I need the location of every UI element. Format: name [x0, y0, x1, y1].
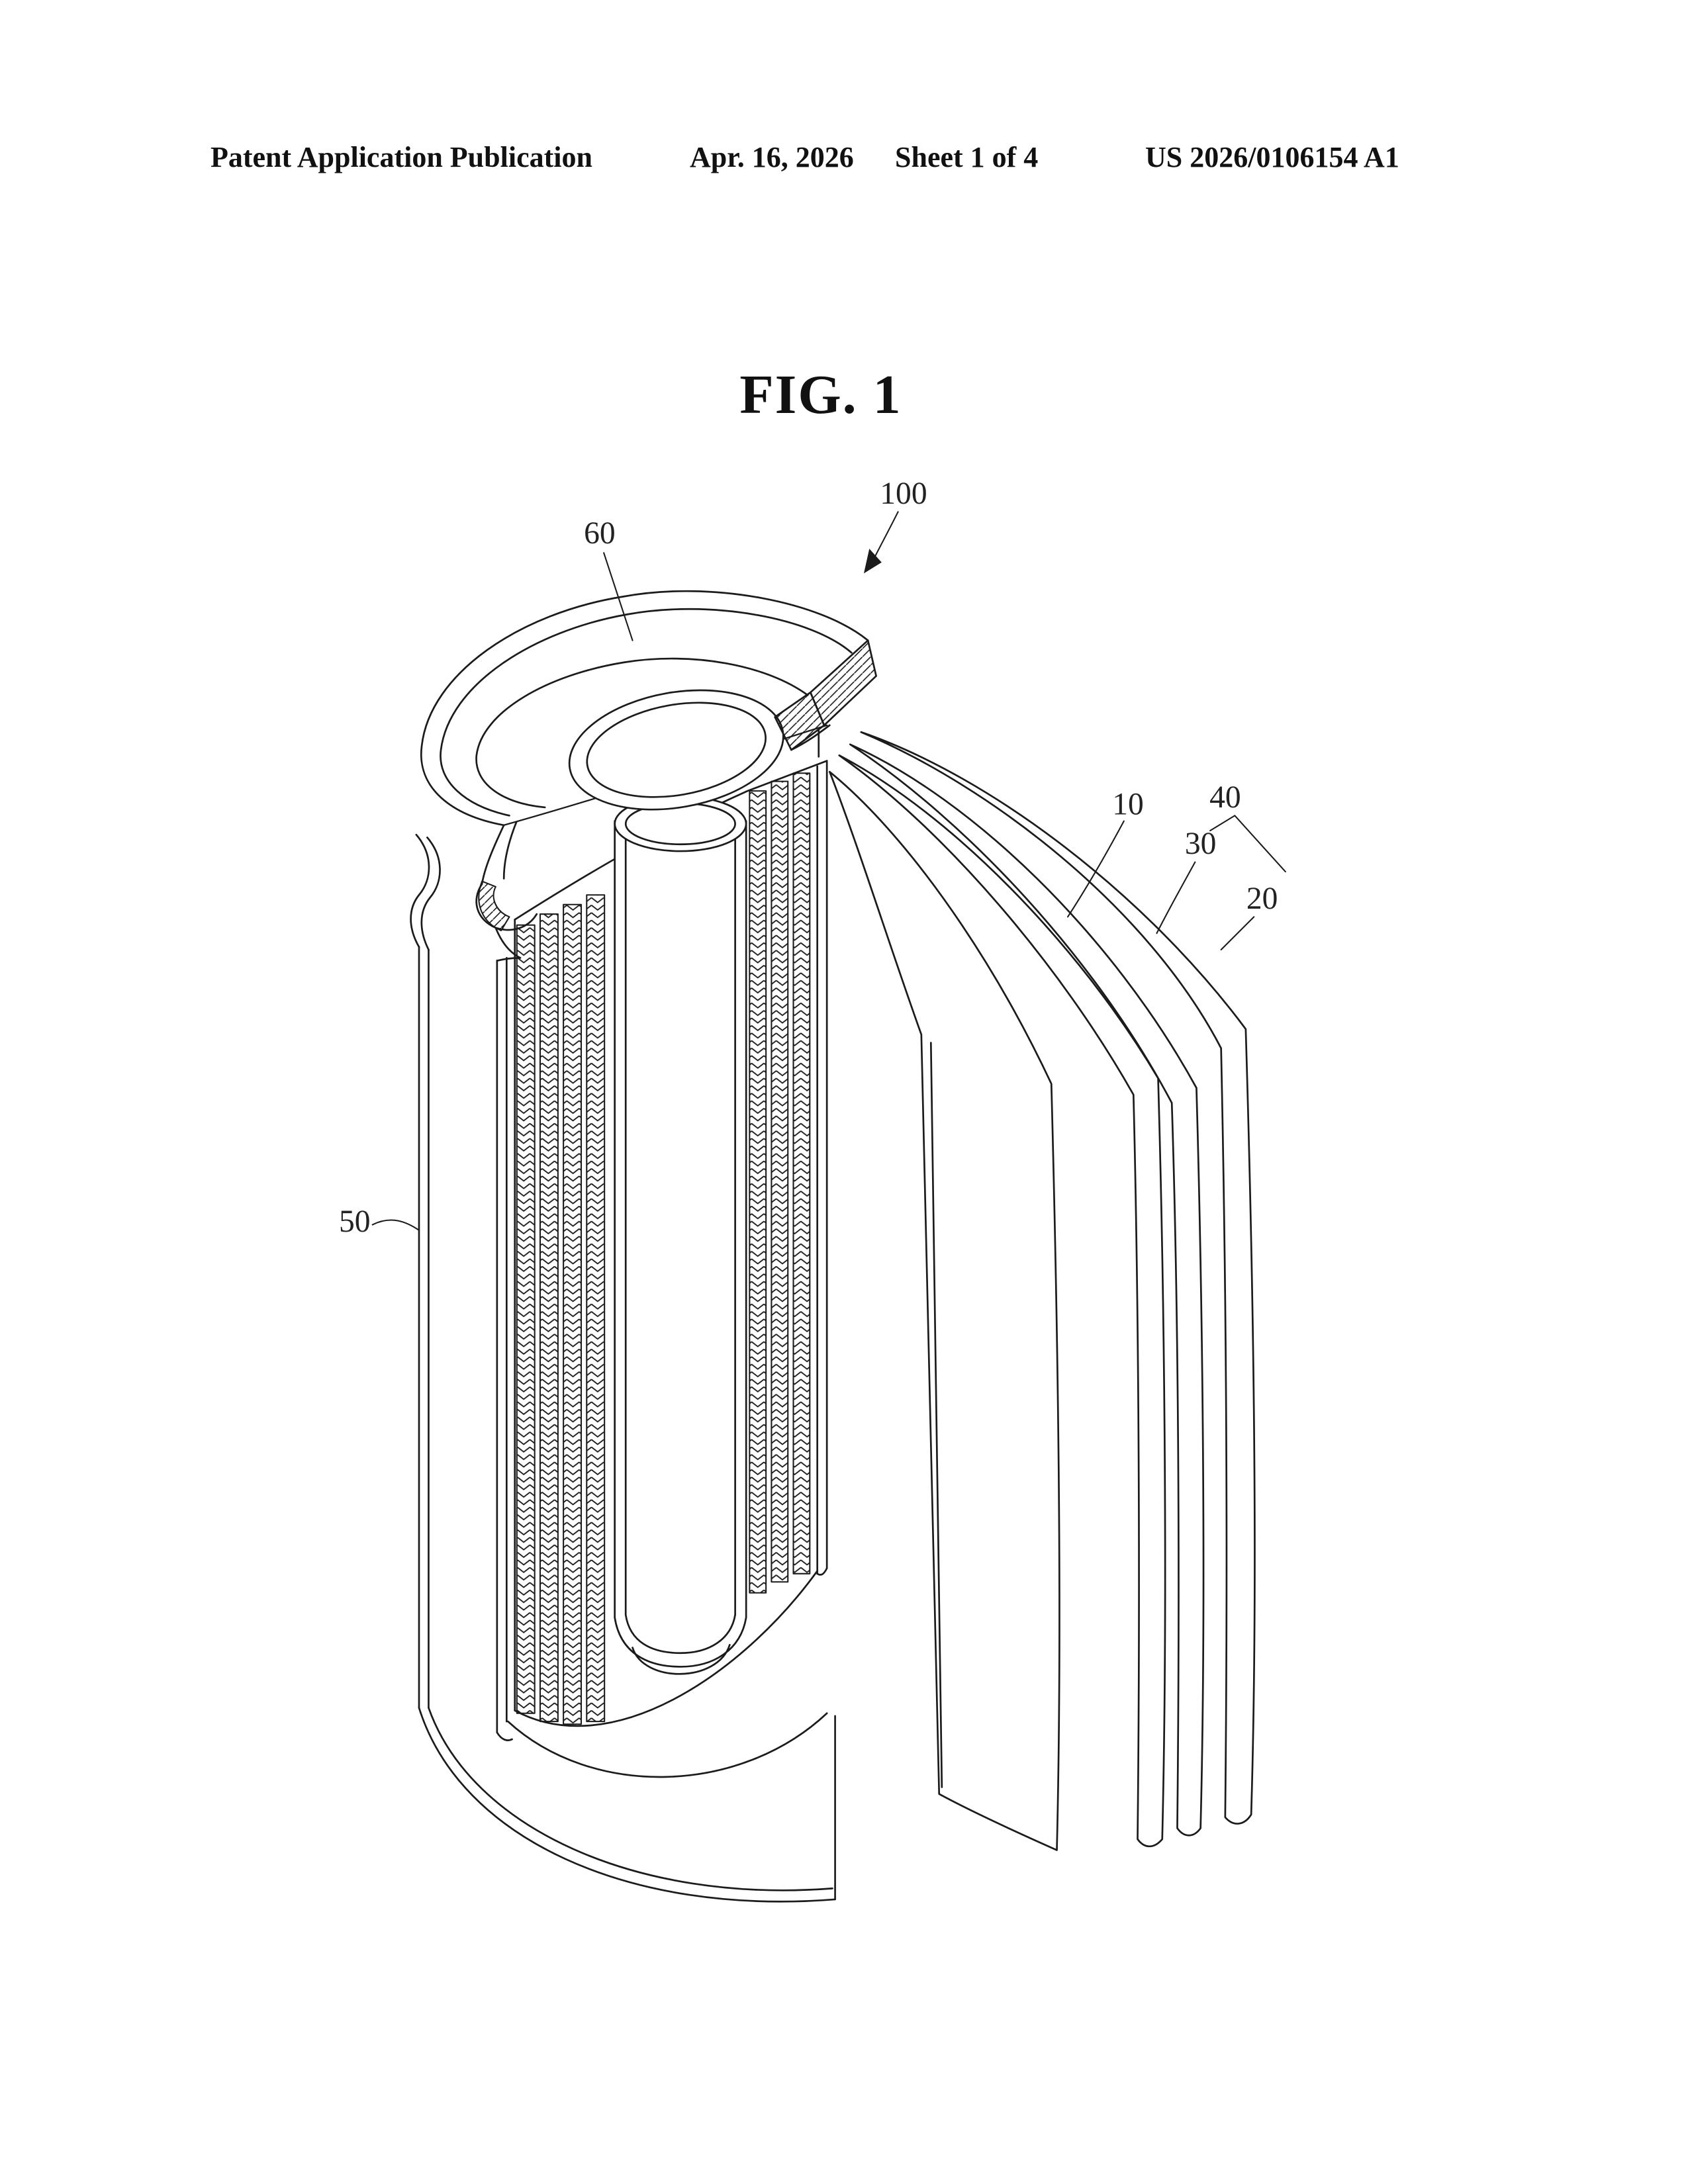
unwound-sheet-separator	[849, 743, 1205, 1837]
leader-lines	[371, 511, 1286, 1231]
header-sheet-number: Sheet 1 of 4	[895, 141, 1039, 173]
page-header: Patent Application Publication Apr. 16, …	[0, 140, 1688, 180]
ref-label-50: 50	[339, 1205, 371, 1239]
electrode-roll	[514, 687, 828, 1727]
arrow-100-shaft	[872, 511, 899, 561]
battery-can	[410, 811, 836, 1903]
center-core-tube	[614, 796, 747, 1675]
header-publication-label: Patent Application Publication	[211, 141, 592, 173]
cap-cut-face	[774, 639, 877, 751]
ref-label-60: 60	[584, 516, 616, 551]
cap-assembly	[420, 590, 877, 827]
leader-10	[1067, 820, 1125, 918]
unwound-sheet-30	[838, 754, 1166, 1848]
ref-label-100: 100	[880, 477, 927, 511]
unwound-sheet-20	[860, 731, 1256, 1825]
ref-label-40: 40	[1209, 780, 1241, 815]
leader-20	[1220, 916, 1255, 950]
header-patent-number: US 2026/0106154 A1	[1145, 141, 1399, 173]
leader-30	[1156, 861, 1196, 934]
electrode-layers-right	[749, 772, 811, 1594]
ref-label-20: 20	[1246, 882, 1278, 916]
ref-label-10: 10	[1112, 787, 1144, 821]
header-date: Apr. 16, 2026	[690, 141, 854, 173]
ref-label-30: 30	[1185, 827, 1217, 861]
leader-50	[371, 1219, 420, 1231]
unwound-sheet-10	[828, 770, 1060, 1851]
electrode-layers-left	[516, 894, 606, 1725]
arrow-100-head	[863, 549, 882, 574]
reference-numerals: 100 60 10 40 30 20 50	[339, 477, 1278, 1239]
bracket-40	[1209, 815, 1286, 873]
figure-title: FIG. 1	[739, 364, 902, 426]
leader-60	[603, 552, 633, 641]
